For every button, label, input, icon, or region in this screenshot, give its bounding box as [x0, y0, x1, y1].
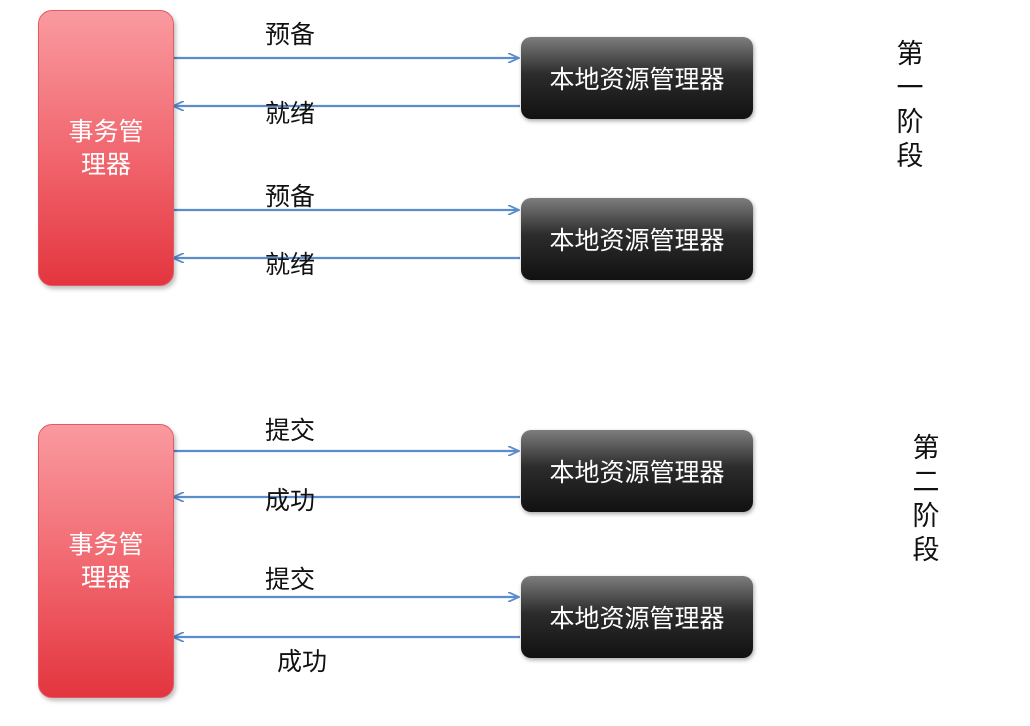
- message-commit-1: 提交: [265, 416, 316, 445]
- message-ready-2: 就绪: [265, 250, 316, 279]
- message-prepare-1: 预备: [265, 20, 316, 49]
- transaction-manager-label: 事务管理器: [68, 117, 144, 179]
- resource-manager-3: 本地资源管理器: [521, 430, 753, 512]
- message-ready-1: 就绪: [265, 99, 316, 128]
- message-prepare-2: 预备: [265, 182, 316, 211]
- resource-manager-2: 本地资源管理器: [521, 198, 753, 280]
- message-success-2: 成功: [277, 647, 328, 676]
- resource-manager-label: 本地资源管理器: [549, 226, 725, 255]
- message-success-1: 成功: [265, 486, 316, 515]
- transaction-manager-label: 事务管理器: [68, 530, 144, 592]
- resource-manager-1: 本地资源管理器: [521, 37, 753, 119]
- transaction-manager-phase1: 事务管理器: [38, 10, 174, 286]
- resource-manager-label: 本地资源管理器: [549, 65, 725, 94]
- transaction-manager-phase2: 事务管理器: [38, 424, 174, 698]
- message-commit-2: 提交: [265, 565, 316, 594]
- phase1-label: 第一阶段: [896, 39, 924, 172]
- phase2-label: 第二阶段: [912, 433, 940, 566]
- resource-manager-label: 本地资源管理器: [549, 458, 725, 487]
- resource-manager-4: 本地资源管理器: [521, 576, 753, 658]
- resource-manager-label: 本地资源管理器: [549, 604, 725, 633]
